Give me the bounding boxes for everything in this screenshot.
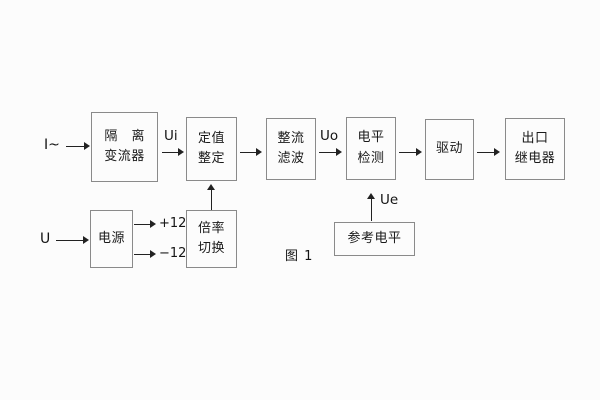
input-label-voltage: U <box>40 231 51 247</box>
signal-label-uo: Uo <box>320 128 339 144</box>
block-isolation-transformer-line1: 隔 离 <box>104 128 150 144</box>
connector-rail-negative <box>134 254 151 255</box>
block-isolation-transformer[interactable]: 隔 离 变流器 <box>91 112 158 182</box>
arrowhead-reference-to-level <box>367 193 375 199</box>
block-reference-level-line1: 参考电平 <box>347 230 402 246</box>
connector-rail-positive <box>134 224 151 225</box>
connector-level-to-drive <box>399 152 417 153</box>
connector-setting-to-rectifier <box>240 152 257 153</box>
block-multiplier-switch[interactable]: 倍率 切换 <box>186 210 237 268</box>
arrowhead-drive-to-output <box>494 148 500 156</box>
block-reference-level[interactable]: 参考电平 <box>334 222 415 256</box>
block-rectifier-filter-line2: 滤波 <box>277 151 305 166</box>
signal-label-ui: Ui <box>164 128 178 144</box>
connector-multiplier-to-setting <box>211 190 212 210</box>
block-drive-line1: 驱动 <box>435 141 463 157</box>
block-level-detection-line1: 电平 <box>357 130 385 146</box>
block-setting-value[interactable]: 定值 整定 <box>186 117 237 181</box>
block-multiplier-switch-line1: 倍率 <box>197 220 225 236</box>
arrowhead-rail-negative <box>150 250 156 258</box>
arrowhead-voltage-input <box>83 236 89 244</box>
block-output-relay-line2: 继电器 <box>514 151 556 166</box>
connector-isolation-to-setting <box>162 152 179 153</box>
arrowhead-rail-positive <box>150 220 156 228</box>
connector-current-input <box>66 146 85 147</box>
connector-drive-to-output <box>477 152 495 153</box>
block-level-detection-line2: 检测 <box>357 150 385 166</box>
block-setting-value-line1: 定值 <box>197 130 225 146</box>
block-setting-value-line2: 整定 <box>197 151 225 166</box>
connector-voltage-input <box>56 240 84 241</box>
block-output-relay-line1: 出口 <box>521 130 549 146</box>
block-power-supply[interactable]: 电源 <box>90 210 133 268</box>
block-level-detection[interactable]: 电平 检测 <box>346 117 396 180</box>
block-drive[interactable]: 驱动 <box>425 119 474 180</box>
signal-label-ue: Ue <box>380 192 399 208</box>
block-isolation-transformer-line2: 变流器 <box>104 149 145 164</box>
block-rectifier-filter-line1: 整流 <box>277 130 305 146</box>
connector-reference-to-level <box>371 199 372 221</box>
arrowhead-level-to-drive <box>416 148 422 156</box>
block-output-relay[interactable]: 出口 继电器 <box>505 118 565 180</box>
connector-rectifier-to-level <box>319 152 337 153</box>
input-label-current: I~ <box>44 137 60 153</box>
block-rectifier-filter[interactable]: 整流 滤波 <box>266 118 316 180</box>
arrowhead-setting-to-rectifier <box>256 148 262 156</box>
arrowhead-isolation-to-setting <box>178 148 184 156</box>
arrowhead-multiplier-to-setting <box>207 184 215 190</box>
block-multiplier-switch-line2: 切换 <box>197 241 225 256</box>
arrowhead-rectifier-to-level <box>336 148 342 156</box>
arrowhead-current-input <box>84 142 90 150</box>
block-power-supply-line1: 电源 <box>97 230 125 246</box>
figure-caption: 图 1 <box>285 249 314 264</box>
